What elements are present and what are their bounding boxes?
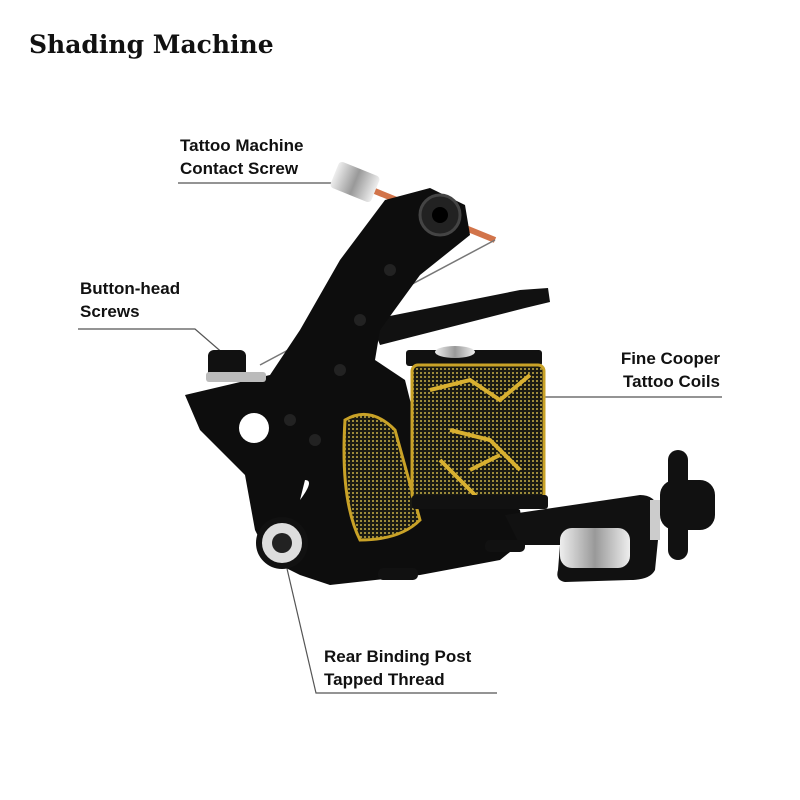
leader-binding-post [284,559,497,694]
frame-inlay [342,412,422,542]
callout-text: Tapped Thread [324,670,445,689]
callout-text: Tattoo Coils [623,372,720,391]
callout-button-head-screws: Button-head Screws [80,277,180,323]
callout-text: Fine Cooper [620,349,720,368]
leader-lines [78,182,722,694]
callout-text: Button-head [80,279,181,298]
callout-contact-screw: Tattoo Machine Contact Screw [180,134,303,180]
button-head-screw [208,350,246,378]
callout-text: Contact Screw [180,159,299,178]
callout-rear-binding-post: Rear Binding Post Tapped Thread [324,645,471,691]
callout-text: Rear Binding Post [324,647,472,666]
callout-coils: Fine Cooper Tattoo Coils [621,347,720,393]
callout-text: Screws [80,302,140,321]
callout-text: Tattoo Machine [180,136,304,155]
diagram-title: Shading Machine [29,30,274,59]
armature-bar [370,288,550,345]
